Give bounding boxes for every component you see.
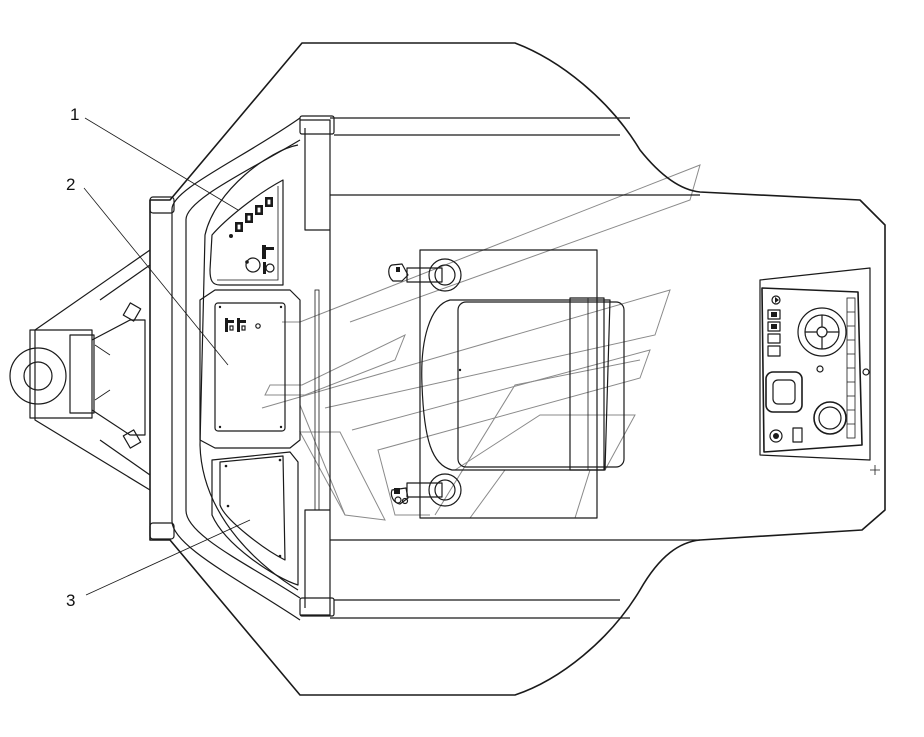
hitch-icon <box>9 249 151 491</box>
callout-1: 1 <box>70 105 239 211</box>
callout-label: 1 <box>70 105 79 124</box>
callout-3: 3 <box>66 519 251 610</box>
callout-label: 2 <box>66 175 75 194</box>
right-joystick-icon <box>390 473 462 507</box>
callout-2: 2 <box>66 175 229 366</box>
callout-label: 3 <box>66 591 75 610</box>
switch-panel-icon <box>209 179 284 286</box>
gauge-panel-icon <box>199 289 301 449</box>
seat-icon <box>419 249 625 519</box>
side-console-icon <box>759 267 880 475</box>
left-joystick-icon <box>388 258 462 292</box>
storage-panel-icon <box>211 451 299 586</box>
cab-outline-icon <box>149 42 886 696</box>
watermark-logo-icon <box>261 164 701 521</box>
